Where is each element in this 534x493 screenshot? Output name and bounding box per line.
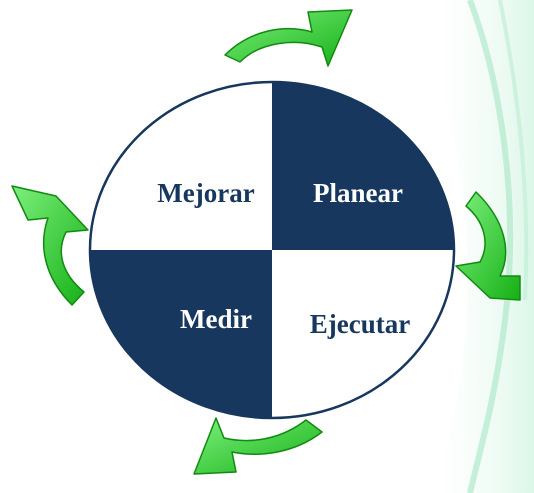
label-medir: Medir: [180, 304, 252, 334]
quadrant-medir: [90, 250, 272, 418]
label-planear: Planear: [313, 178, 403, 208]
quadrant-planear: [272, 82, 454, 250]
curved-arrow-icon: [12, 186, 88, 305]
quadrant-mejorar: [90, 82, 272, 250]
label-ejecutar: Ejecutar: [310, 309, 410, 339]
curved-arrow-icon: [225, 10, 352, 66]
label-mejorar: Mejorar: [157, 178, 254, 208]
curved-arrow-icon: [194, 418, 322, 474]
cycle-circle: [90, 82, 454, 418]
